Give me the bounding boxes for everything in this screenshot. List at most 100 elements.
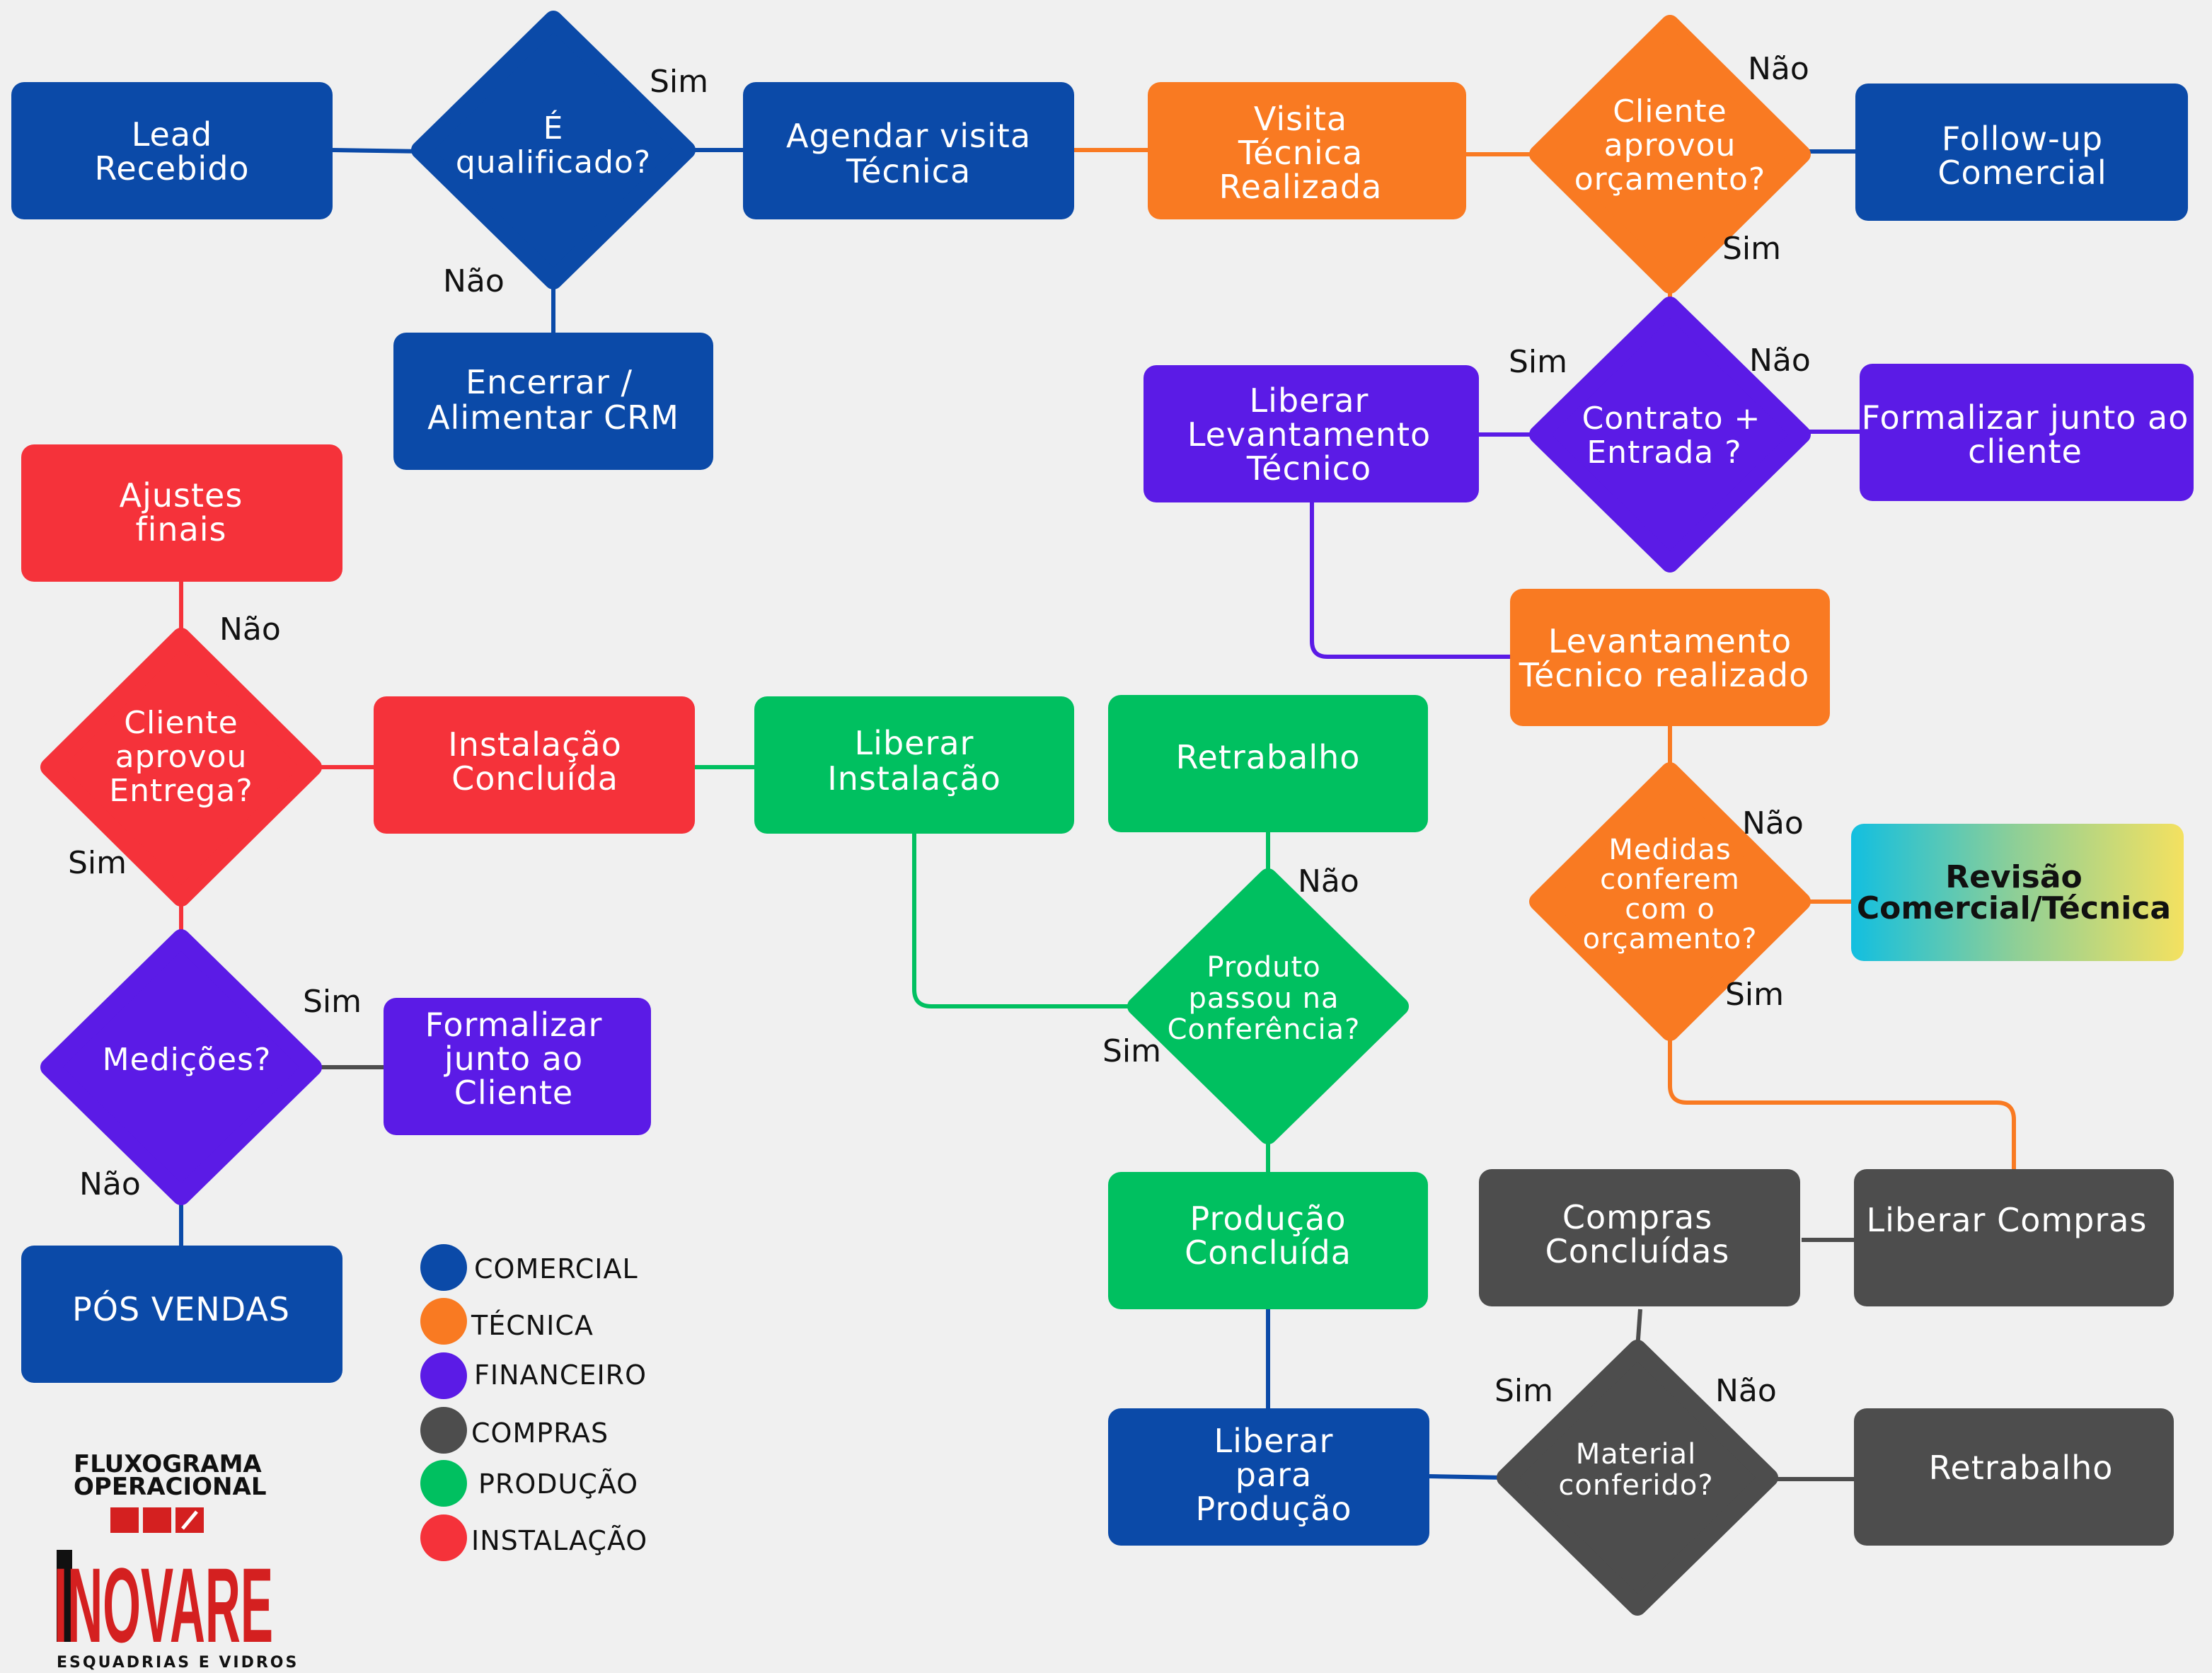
edge-label-medidas-sim: Sim — [1725, 977, 1784, 1013]
legend-swatch-comercial — [420, 1244, 467, 1291]
visita-label-1: Visita — [1254, 100, 1347, 138]
medidas-label-3: com o — [1625, 893, 1715, 926]
levantamento-label-1: Levantamento — [1548, 622, 1792, 660]
legend-item-instalacao: INSTALAÇÃO — [420, 1514, 647, 1561]
liberarinst-label-2: Instalação — [827, 759, 1001, 798]
connector-conferencia-liberarinst — [912, 834, 1132, 1008]
legend-label-instalacao: INSTALAÇÃO — [471, 1525, 647, 1556]
node-liberar-compras[interactable]: Liberar Compras — [1854, 1169, 2174, 1306]
legend-swatch-compras — [420, 1407, 467, 1454]
retrabalho-compras-label: Retrabalho — [1929, 1449, 2114, 1487]
revisao-label-1: Revisão — [1945, 859, 2083, 895]
legend-item-tecnica: TÉCNICA — [420, 1298, 594, 1345]
legend-label-tecnica: TÉCNICA — [471, 1310, 594, 1341]
revisao-label-2: Comercial/Técnica — [1857, 890, 2171, 926]
instalacao-label-2: Concluída — [451, 759, 618, 798]
node-encerrar-crm[interactable]: Encerrar /Alimentar CRM — [393, 333, 713, 470]
qualificado-label-1: É — [543, 109, 564, 146]
posvendas-label: PÓS VENDAS — [72, 1290, 290, 1328]
conferencia-label-1: Produto — [1206, 951, 1320, 984]
qualificado-label-2: qualificado? — [456, 144, 651, 180]
lead-label-2: Recebido — [94, 149, 249, 188]
edge-label-medicoes-nao: Não — [79, 1166, 141, 1202]
legend-swatch-financeiro — [420, 1352, 467, 1399]
ajustes-label-1: Ajustes — [120, 476, 243, 514]
ajustes-label-2: finais — [135, 510, 226, 548]
instalacao-label-1: Instalação — [448, 725, 622, 764]
compras-label-1: Compras — [1562, 1198, 1712, 1236]
svg-text:Contrato +Entrada ?: Contrato +Entrada ? — [1582, 401, 1761, 471]
medidas-label-1: Medidas — [1608, 834, 1731, 866]
legend-swatch-instalacao — [420, 1514, 467, 1561]
node-retrabalho-producao[interactable]: Retrabalho — [1108, 695, 1428, 832]
producao-label-1: Produção — [1190, 1200, 1347, 1238]
liberarcompras-label: Liberar Compras — [1867, 1201, 2148, 1239]
connector-material-liberarproducao — [1429, 1474, 1507, 1480]
legend-label-comercial: COMERCIAL — [474, 1253, 638, 1284]
edge-label-entrega-nao: Não — [219, 611, 281, 648]
liberarlev-label-1: Liberar — [1250, 381, 1369, 420]
svg-text:Medições?: Medições? — [103, 1042, 272, 1078]
legend-swatch-tecnica — [420, 1298, 467, 1345]
conferencia-label-2: passou na — [1189, 982, 1340, 1015]
svg-text:Liberar Compras: Liberar Compras — [1867, 1201, 2148, 1239]
followup-label-1: Follow-up — [1942, 120, 2103, 158]
logo-title-line1: FLUXOGRAMA — [74, 1450, 262, 1478]
retrabalho-producao-label: Retrabalho — [1176, 738, 1361, 776]
encerrar-label-2: Alimentar CRM — [427, 398, 679, 437]
edge-label-qualificado-nao: Não — [443, 263, 505, 299]
edge-label-contrato-nao: Não — [1749, 343, 1811, 379]
legend: COMERCIAL TÉCNICA FINANCEIRO COMPRAS PRO… — [420, 1244, 647, 1561]
svg-text:Retrabalho: Retrabalho — [1929, 1449, 2114, 1487]
connector-lead-qualificado — [332, 148, 425, 154]
edge-label-qualificado-sim: Sim — [650, 64, 708, 100]
decision-contrato-entrada[interactable]: Contrato +Entrada ? — [1529, 297, 1811, 573]
edge-label-medicoes-sim: Sim — [303, 984, 362, 1020]
medicoes-label: Medições? — [103, 1042, 272, 1078]
decision-medicoes[interactable]: Medições? — [40, 929, 322, 1205]
node-retrabalho-compras[interactable]: Retrabalho — [1854, 1408, 2174, 1546]
entrega-label-2: aprovou — [115, 739, 248, 775]
legend-item-comercial: COMERCIAL — [420, 1244, 638, 1291]
formalizar2-label-1: Formalizar — [425, 1006, 603, 1044]
logo-window-icon — [110, 1507, 204, 1533]
levantamento-label-2: Técnico realizado — [1519, 656, 1810, 694]
node-pos-vendas[interactable]: PÓS VENDAS — [21, 1246, 342, 1383]
logo-title-line2: OPERACIONAL — [74, 1473, 266, 1501]
producao-label-2: Concluída — [1185, 1234, 1352, 1272]
logo-subtitle: ESQUADRIAS E VIDROS — [57, 1654, 299, 1672]
contrato-label-1: Contrato + — [1582, 401, 1761, 437]
